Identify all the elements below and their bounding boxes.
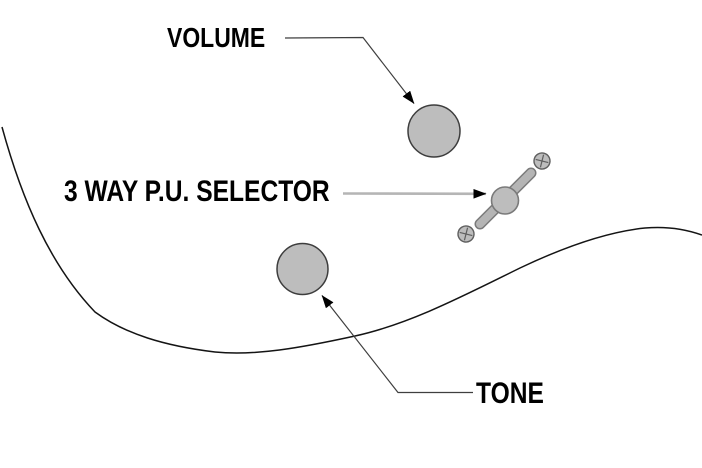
pickup-selector-switch [457,152,551,243]
guitar-body-edge-curve [1,126,702,354]
pickup-selector-label: 3 WAY P.U. SELECTOR [64,175,330,208]
screw-icon [533,152,551,170]
volume-knob [407,104,461,158]
tone-label: TONE [476,377,544,410]
tone-pointer-line [321,295,473,394]
screw-slot-vertical [539,154,545,168]
screw-icon [457,225,475,243]
volume-label: VOLUME [167,22,266,53]
screw-slot-vertical [463,227,469,241]
volume-pointer-line [284,36,415,104]
selector-lever-knob [490,186,520,215]
tone-knob [276,242,329,296]
